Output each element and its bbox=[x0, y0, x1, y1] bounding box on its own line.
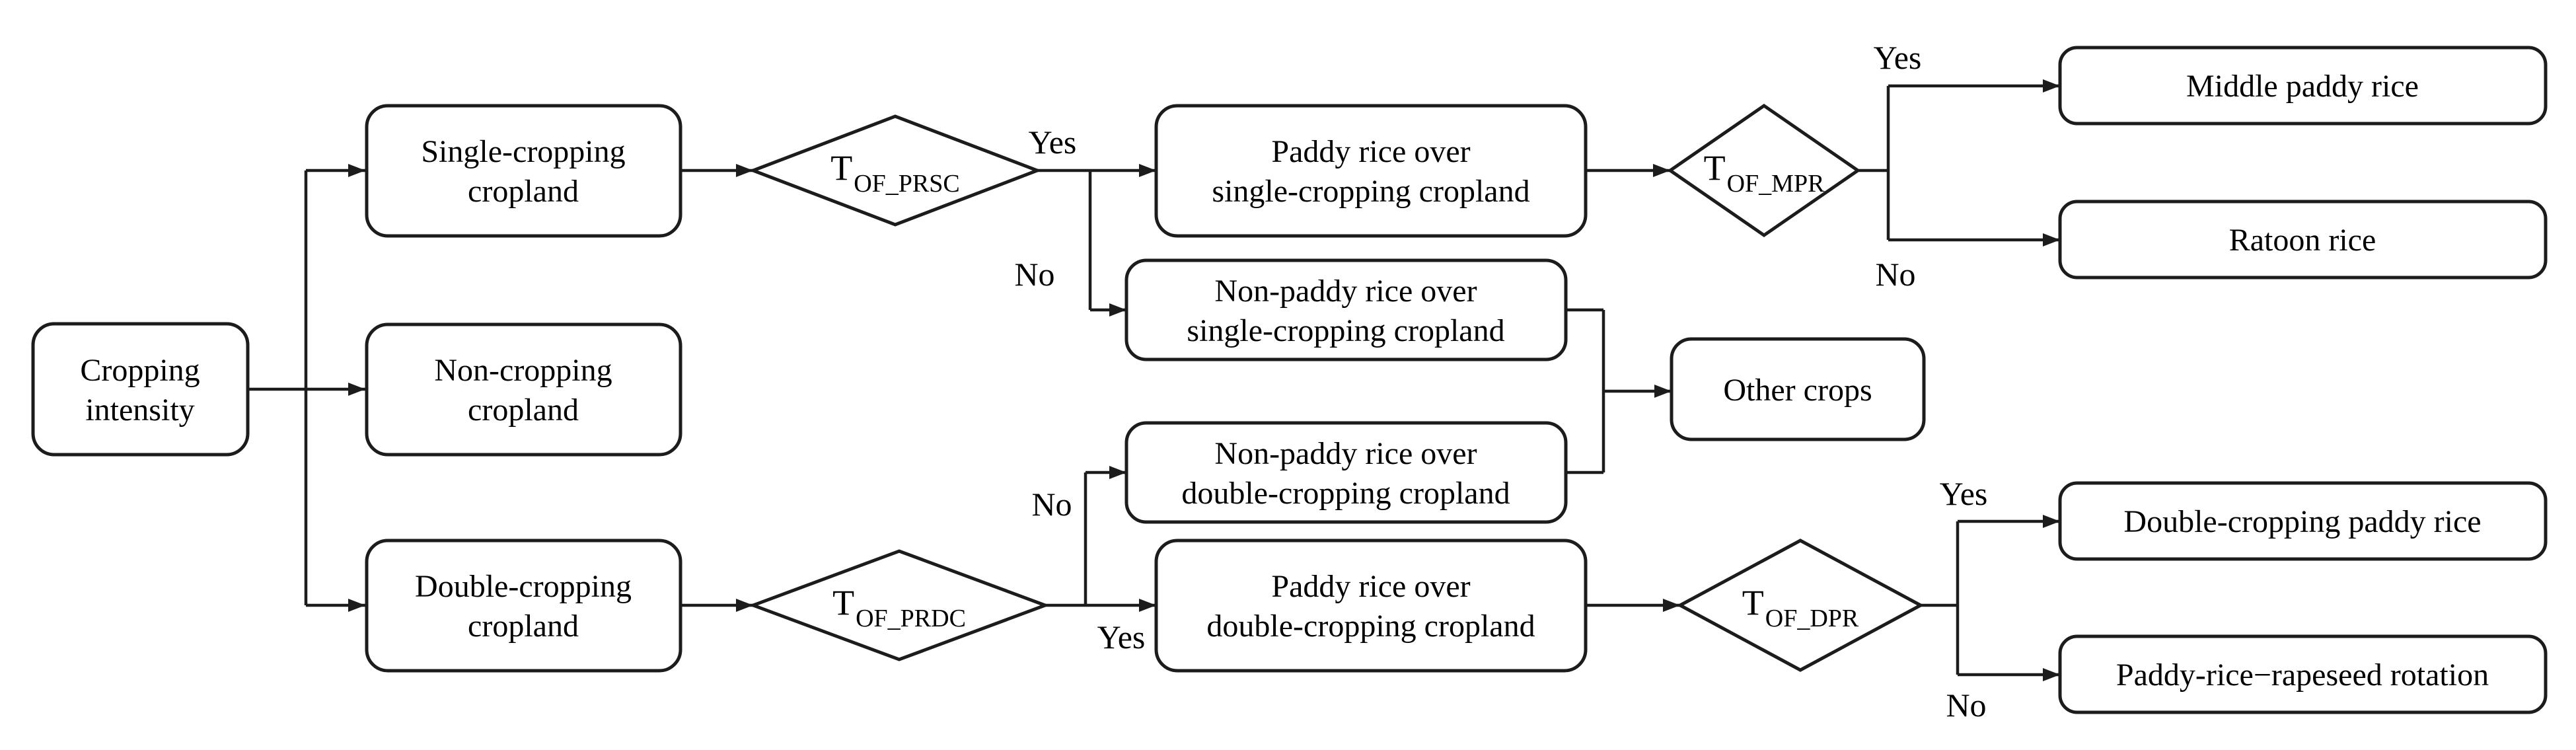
node-non-cropping-cropland-line2: cropland bbox=[468, 393, 579, 428]
decision-t-of-prdc: TOF_PRDC bbox=[748, 549, 1050, 661]
edge-label-no-dpr: No bbox=[1946, 687, 1986, 724]
decision-t-of-mpr-shape bbox=[1667, 103, 1861, 238]
node-other-crops-line1: Other crops bbox=[1723, 373, 1872, 408]
node-non-paddy-rice-over-single: Non-paddy rice over single-cropping crop… bbox=[1124, 258, 1568, 361]
node-single-cropping-cropland-box bbox=[365, 104, 682, 238]
node-non-cropping-cropland-box bbox=[365, 322, 682, 457]
decision-t-of-prsc-shape bbox=[748, 114, 1043, 227]
connectors bbox=[248, 79, 2060, 681]
node-non-paddy-rice-over-double-line2: double-cropping cropland bbox=[1181, 476, 1510, 511]
node-paddy-rice-over-single-line1: Paddy rice over bbox=[1271, 134, 1470, 169]
edge-label-no-mpr: No bbox=[1875, 256, 1915, 293]
node-paddy-rice-over-single-box bbox=[1154, 104, 1588, 238]
node-cropping-intensity-line1: Cropping bbox=[80, 353, 200, 388]
decision-t-of-dpr: TOF_DPR bbox=[1676, 539, 1925, 672]
node-single-cropping-cropland: Single-cropping cropland bbox=[365, 104, 682, 238]
decision-t-of-mpr-label: TOF_MPR bbox=[1704, 148, 1825, 198]
node-ratoon-rice-box bbox=[2058, 200, 2548, 280]
node-double-cropping-paddy-rice-box bbox=[2058, 481, 2548, 561]
node-non-paddy-rice-over-single-line2: single-cropping cropland bbox=[1187, 313, 1504, 348]
decision-t-of-dpr-shape bbox=[1676, 539, 1925, 672]
edge-label-no-prdc: No bbox=[1031, 486, 1072, 523]
node-middle-paddy-rice-box bbox=[2058, 46, 2548, 126]
node-other-crops-box bbox=[1670, 337, 1926, 441]
node-double-cropping-cropland-line2: cropland bbox=[468, 609, 579, 644]
edge-labels: Yes No No Yes Yes No Yes No bbox=[1014, 39, 1987, 724]
node-double-cropping-paddy-rice: Double-cropping paddy rice bbox=[2058, 481, 2548, 561]
node-paddy-rice-over-single: Paddy rice over single-cropping cropland bbox=[1154, 104, 1588, 238]
node-ratoon-rice: Ratoon rice bbox=[2058, 200, 2548, 280]
node-single-cropping-cropland-line2: cropland bbox=[468, 174, 579, 209]
node-double-cropping-cropland-line1: Double-cropping bbox=[415, 569, 632, 604]
node-paddy-rice-over-single-line2: single-cropping cropland bbox=[1212, 174, 1529, 209]
decision-t-of-prdc-shape bbox=[748, 549, 1050, 661]
decision-t-of-mpr: TOF_MPR bbox=[1667, 103, 1861, 238]
node-paddy-rice-rapeseed-rotation-line1: Paddy-rice−rapeseed rotation bbox=[2116, 657, 2489, 693]
node-paddy-rice-over-double: Paddy rice over double-cropping cropland bbox=[1154, 539, 1588, 673]
node-double-cropping-cropland-box bbox=[365, 539, 682, 673]
node-ratoon-rice-line1: Ratoon rice bbox=[2229, 223, 2376, 258]
node-non-paddy-rice-over-single-line1: Non-paddy rice over bbox=[1214, 274, 1477, 309]
edge-label-no-prsc: No bbox=[1014, 256, 1054, 293]
node-non-paddy-rice-over-double-box bbox=[1124, 421, 1568, 524]
node-other-crops: Other crops bbox=[1670, 337, 1926, 441]
edge-label-yes-prsc: Yes bbox=[1029, 124, 1077, 161]
decision-t-of-prsc: TOF_PRSC bbox=[748, 114, 1043, 227]
node-non-cropping-cropland: Non-cropping cropland bbox=[365, 322, 682, 457]
node-paddy-rice-over-double-line1: Paddy rice over bbox=[1271, 569, 1470, 604]
decision-t-of-prsc-label: TOF_PRSC bbox=[830, 148, 960, 198]
edge-label-yes-dpr: Yes bbox=[1940, 475, 1988, 512]
node-non-cropping-cropland-line1: Non-cropping bbox=[434, 353, 612, 388]
decision-t-of-dpr-label: TOF_DPR bbox=[1742, 583, 1859, 632]
edge-label-yes-mpr: Yes bbox=[1874, 39, 1922, 76]
node-cropping-intensity-line2: intensity bbox=[85, 393, 194, 428]
node-paddy-rice-over-double-line2: double-cropping cropland bbox=[1206, 609, 1535, 644]
node-paddy-rice-rapeseed-rotation-box bbox=[2058, 634, 2548, 714]
nodes: Cropping intensity Single-cropping cropl… bbox=[31, 46, 2548, 714]
edge-label-yes-prdc: Yes bbox=[1097, 619, 1146, 656]
node-paddy-rice-over-double-box bbox=[1154, 539, 1588, 673]
node-non-paddy-rice-over-double-line1: Non-paddy rice over bbox=[1214, 436, 1477, 471]
node-double-cropping-cropland: Double-cropping cropland bbox=[365, 539, 682, 673]
node-non-paddy-rice-over-double: Non-paddy rice over double-cropping crop… bbox=[1124, 421, 1568, 524]
node-cropping-intensity-box bbox=[31, 322, 250, 457]
node-double-cropping-paddy-rice-line1: Double-cropping paddy rice bbox=[2123, 504, 2481, 539]
node-cropping-intensity: Cropping intensity bbox=[31, 322, 250, 457]
node-single-cropping-cropland-line1: Single-cropping bbox=[421, 134, 625, 169]
decisions: TOF_PRSC TOF_PRDC TOF_MPR TOF_DPR bbox=[748, 103, 1925, 672]
node-non-paddy-rice-over-single-box bbox=[1124, 258, 1568, 361]
decision-t-of-prdc-label: TOF_PRDC bbox=[832, 583, 966, 632]
node-paddy-rice-rapeseed-rotation: Paddy-rice−rapeseed rotation bbox=[2058, 634, 2548, 714]
node-middle-paddy-rice: Middle paddy rice bbox=[2058, 46, 2548, 126]
node-middle-paddy-rice-line1: Middle paddy rice bbox=[2186, 69, 2419, 104]
